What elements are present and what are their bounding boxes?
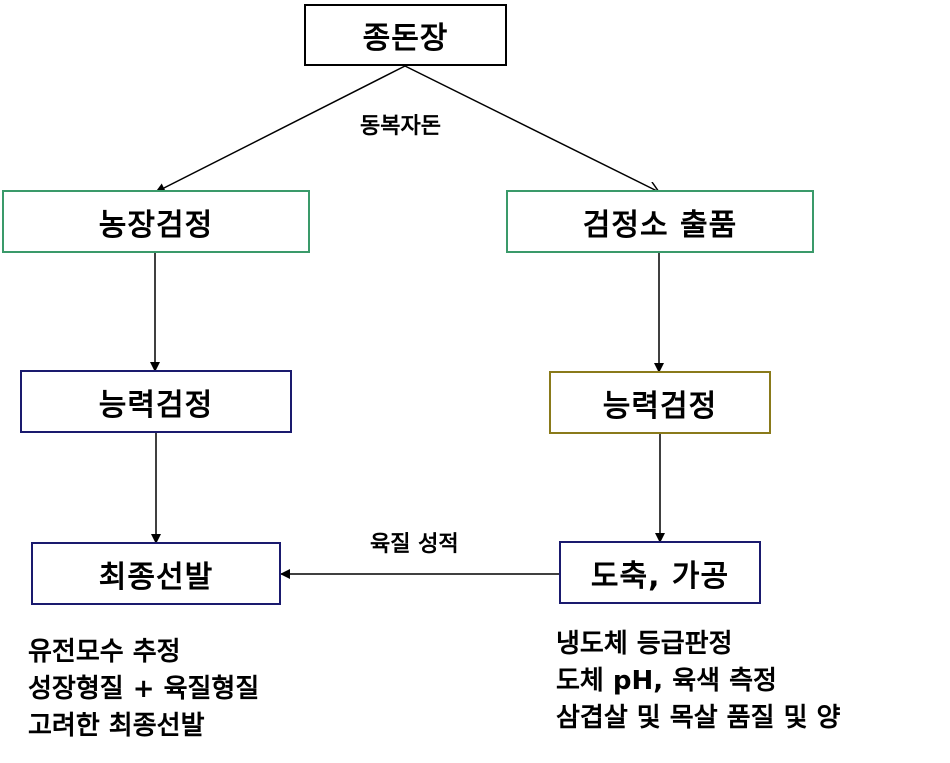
note-left-line: 유전모수 추정 [28, 637, 181, 667]
node-performance-test-left: 능력검정 [20, 370, 292, 433]
note-right-line: 냉도체 등급판정 [556, 629, 733, 659]
node-breeding-farm: 종돈장 [304, 4, 507, 66]
edge-breeding-to-farm-test [155, 65, 406, 193]
node-slaughter-processing: 도축, 가공 [559, 541, 761, 604]
node-performance-test-right: 능력검정 [549, 371, 771, 434]
node-final-selection: 최종선발 [31, 542, 281, 605]
notes-left: 유전모수 추정 성장형질 + 육질형질 고려한 최종선발 [28, 634, 259, 745]
node-station-test: 검정소 출품 [506, 190, 814, 253]
edge-label-meat-quality: 육질 성적 [370, 532, 459, 557]
edge-breeding-to-station [404, 65, 659, 192]
note-right-line: 삼겹살 및 목살 품질 및 양 [556, 703, 841, 733]
node-farm-test: 농장검정 [2, 190, 310, 253]
note-right-line: 도체 pH, 육색 측정 [556, 666, 777, 696]
notes-right: 냉도체 등급판정 도체 pH, 육색 측정 삼겹살 및 목살 품질 및 양 [556, 626, 840, 737]
note-left-line: 고려한 최종선발 [28, 711, 205, 741]
edge-label-sibling-pigs: 동복자돈 [360, 114, 441, 139]
note-left-line: 성장형질 + 육질형질 [28, 674, 260, 704]
